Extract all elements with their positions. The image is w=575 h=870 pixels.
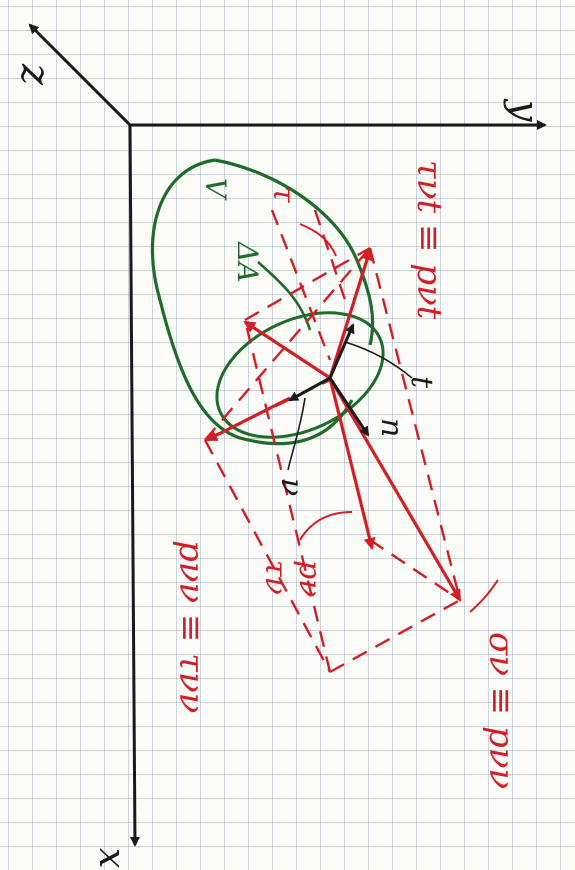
label-p-n: pν <box>292 560 327 597</box>
label-n: n <box>374 418 409 437</box>
tangent-vector-t <box>328 323 355 379</box>
area-label: ΔA <box>231 241 264 282</box>
dash-line-1 <box>204 247 371 441</box>
leader-line-tau-nt <box>299 223 337 257</box>
leader-line-nu <box>287 397 306 471</box>
dash-line-10 <box>369 539 461 601</box>
volume-label: V <box>199 178 232 201</box>
dash-line-4 <box>329 598 461 674</box>
stress-construction-lines <box>203 209 462 674</box>
dash-line-7 <box>270 209 332 361</box>
area-element-inner-arc <box>257 261 312 331</box>
dash-line-8 <box>313 209 347 301</box>
stress-vector-tau-nt <box>328 248 373 379</box>
label-tau-nu: τν <box>258 560 293 595</box>
stress-vector-pn <box>243 320 331 380</box>
stress-vector-tau-nu <box>328 377 376 550</box>
x-axis-label: x <box>91 848 132 868</box>
stress-vector-pnn <box>328 377 462 602</box>
leader-line-tau-nu <box>299 511 353 541</box>
area-element-ellipse <box>215 311 385 439</box>
label-pnn-equation: pνν ≡ τνν <box>171 540 211 713</box>
dash-line-3 <box>203 439 332 673</box>
stress-vectors <box>205 248 462 602</box>
coordinate-axes: y x z <box>12 23 547 868</box>
z-axis-label: z <box>12 63 58 86</box>
label-t: t <box>404 376 439 389</box>
label-sigma-equation: σν ≡ pνν <box>481 632 521 789</box>
stress-labels: τ τνt ≡ pνt τν pν pνν ≡ τνν σν ≡ pνν <box>171 160 521 789</box>
y-axis-label: y <box>503 98 547 122</box>
label-nu: ν <box>274 478 309 496</box>
leader-line-t <box>344 341 413 379</box>
dash-line-2 <box>368 247 462 601</box>
stress-vector-p-left <box>205 396 291 442</box>
dash-line-5 <box>243 319 332 673</box>
normal-vector-n <box>328 377 370 437</box>
x-axis <box>128 124 140 847</box>
body-volume-outline-top <box>214 158 375 346</box>
body-volume-outline <box>150 158 354 446</box>
body-surfaces: V ΔA <box>150 158 385 446</box>
leader-line-sigma <box>469 579 499 613</box>
vector-nu <box>288 376 331 402</box>
unit-vectors <box>287 323 413 471</box>
label-tau-nt-equation: τνt ≡ pνt <box>409 160 449 320</box>
z-axis <box>28 23 132 127</box>
label-tau-nt: τ <box>266 186 301 203</box>
